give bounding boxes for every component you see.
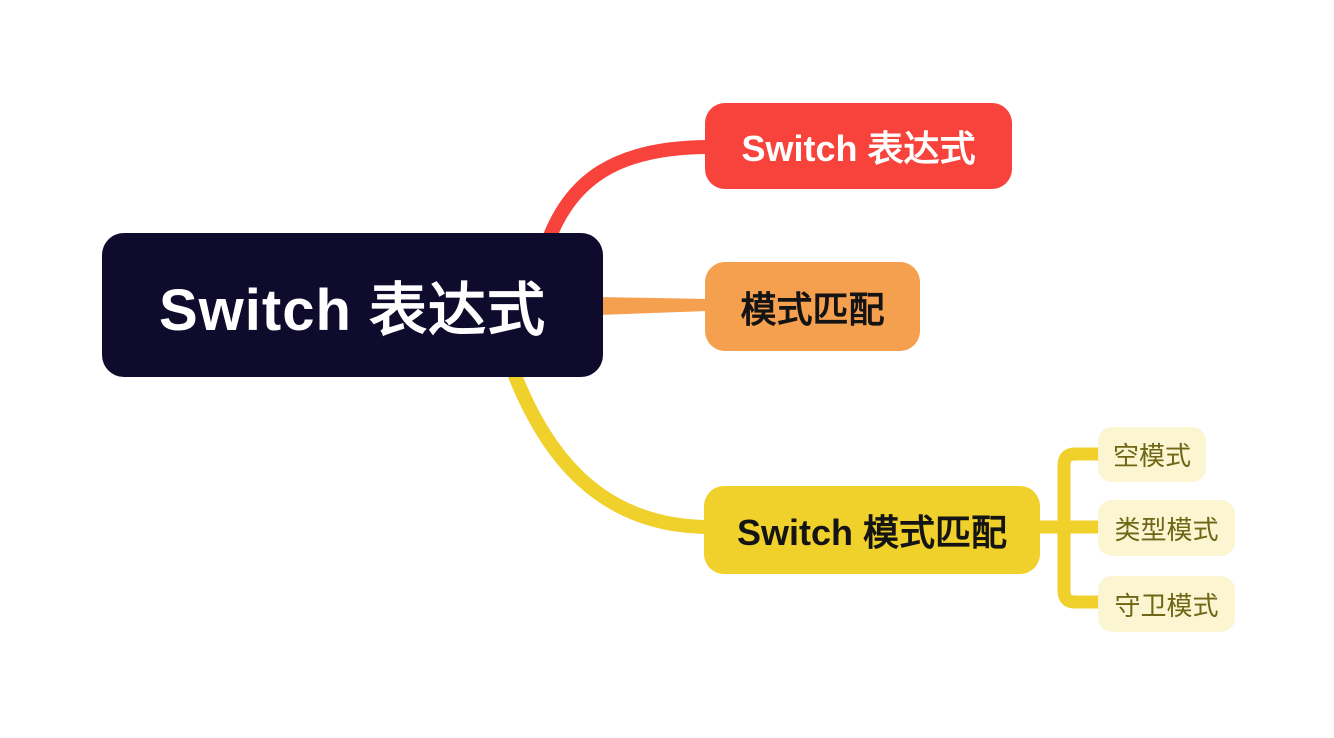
edge-root-to-branch3 bbox=[505, 361, 717, 534]
branch-node-pattern-matching[interactable]: 模式匹配 bbox=[705, 262, 920, 351]
node-label: 类型模式 bbox=[1114, 514, 1219, 545]
node-label: Switch 模式匹配 bbox=[736, 512, 1008, 553]
node-label: 模式匹配 bbox=[740, 288, 885, 330]
leaf-node-guard-pattern[interactable]: 守卫模式 bbox=[1098, 576, 1235, 632]
node-label: 守卫模式 bbox=[1114, 590, 1219, 621]
leaf-node-type-pattern[interactable]: 类型模式 bbox=[1098, 500, 1235, 556]
node-label: 空模式 bbox=[1112, 441, 1191, 471]
edge-root-to-branch2 bbox=[598, 297, 708, 315]
edge-branch3-leaf-trunk bbox=[1057, 447, 1098, 609]
node-label: Switch 表达式 bbox=[158, 278, 547, 343]
root-node-switch-expression[interactable]: Switch 表达式 bbox=[102, 233, 603, 377]
node-label: Switch 表达式 bbox=[741, 128, 976, 169]
leaf-node-null-pattern[interactable]: 空模式 bbox=[1098, 427, 1206, 482]
branch-node-switch-expression[interactable]: Switch 表达式 bbox=[705, 103, 1012, 189]
branch-node-switch-pattern-matching[interactable]: Switch 模式匹配 bbox=[704, 486, 1040, 574]
